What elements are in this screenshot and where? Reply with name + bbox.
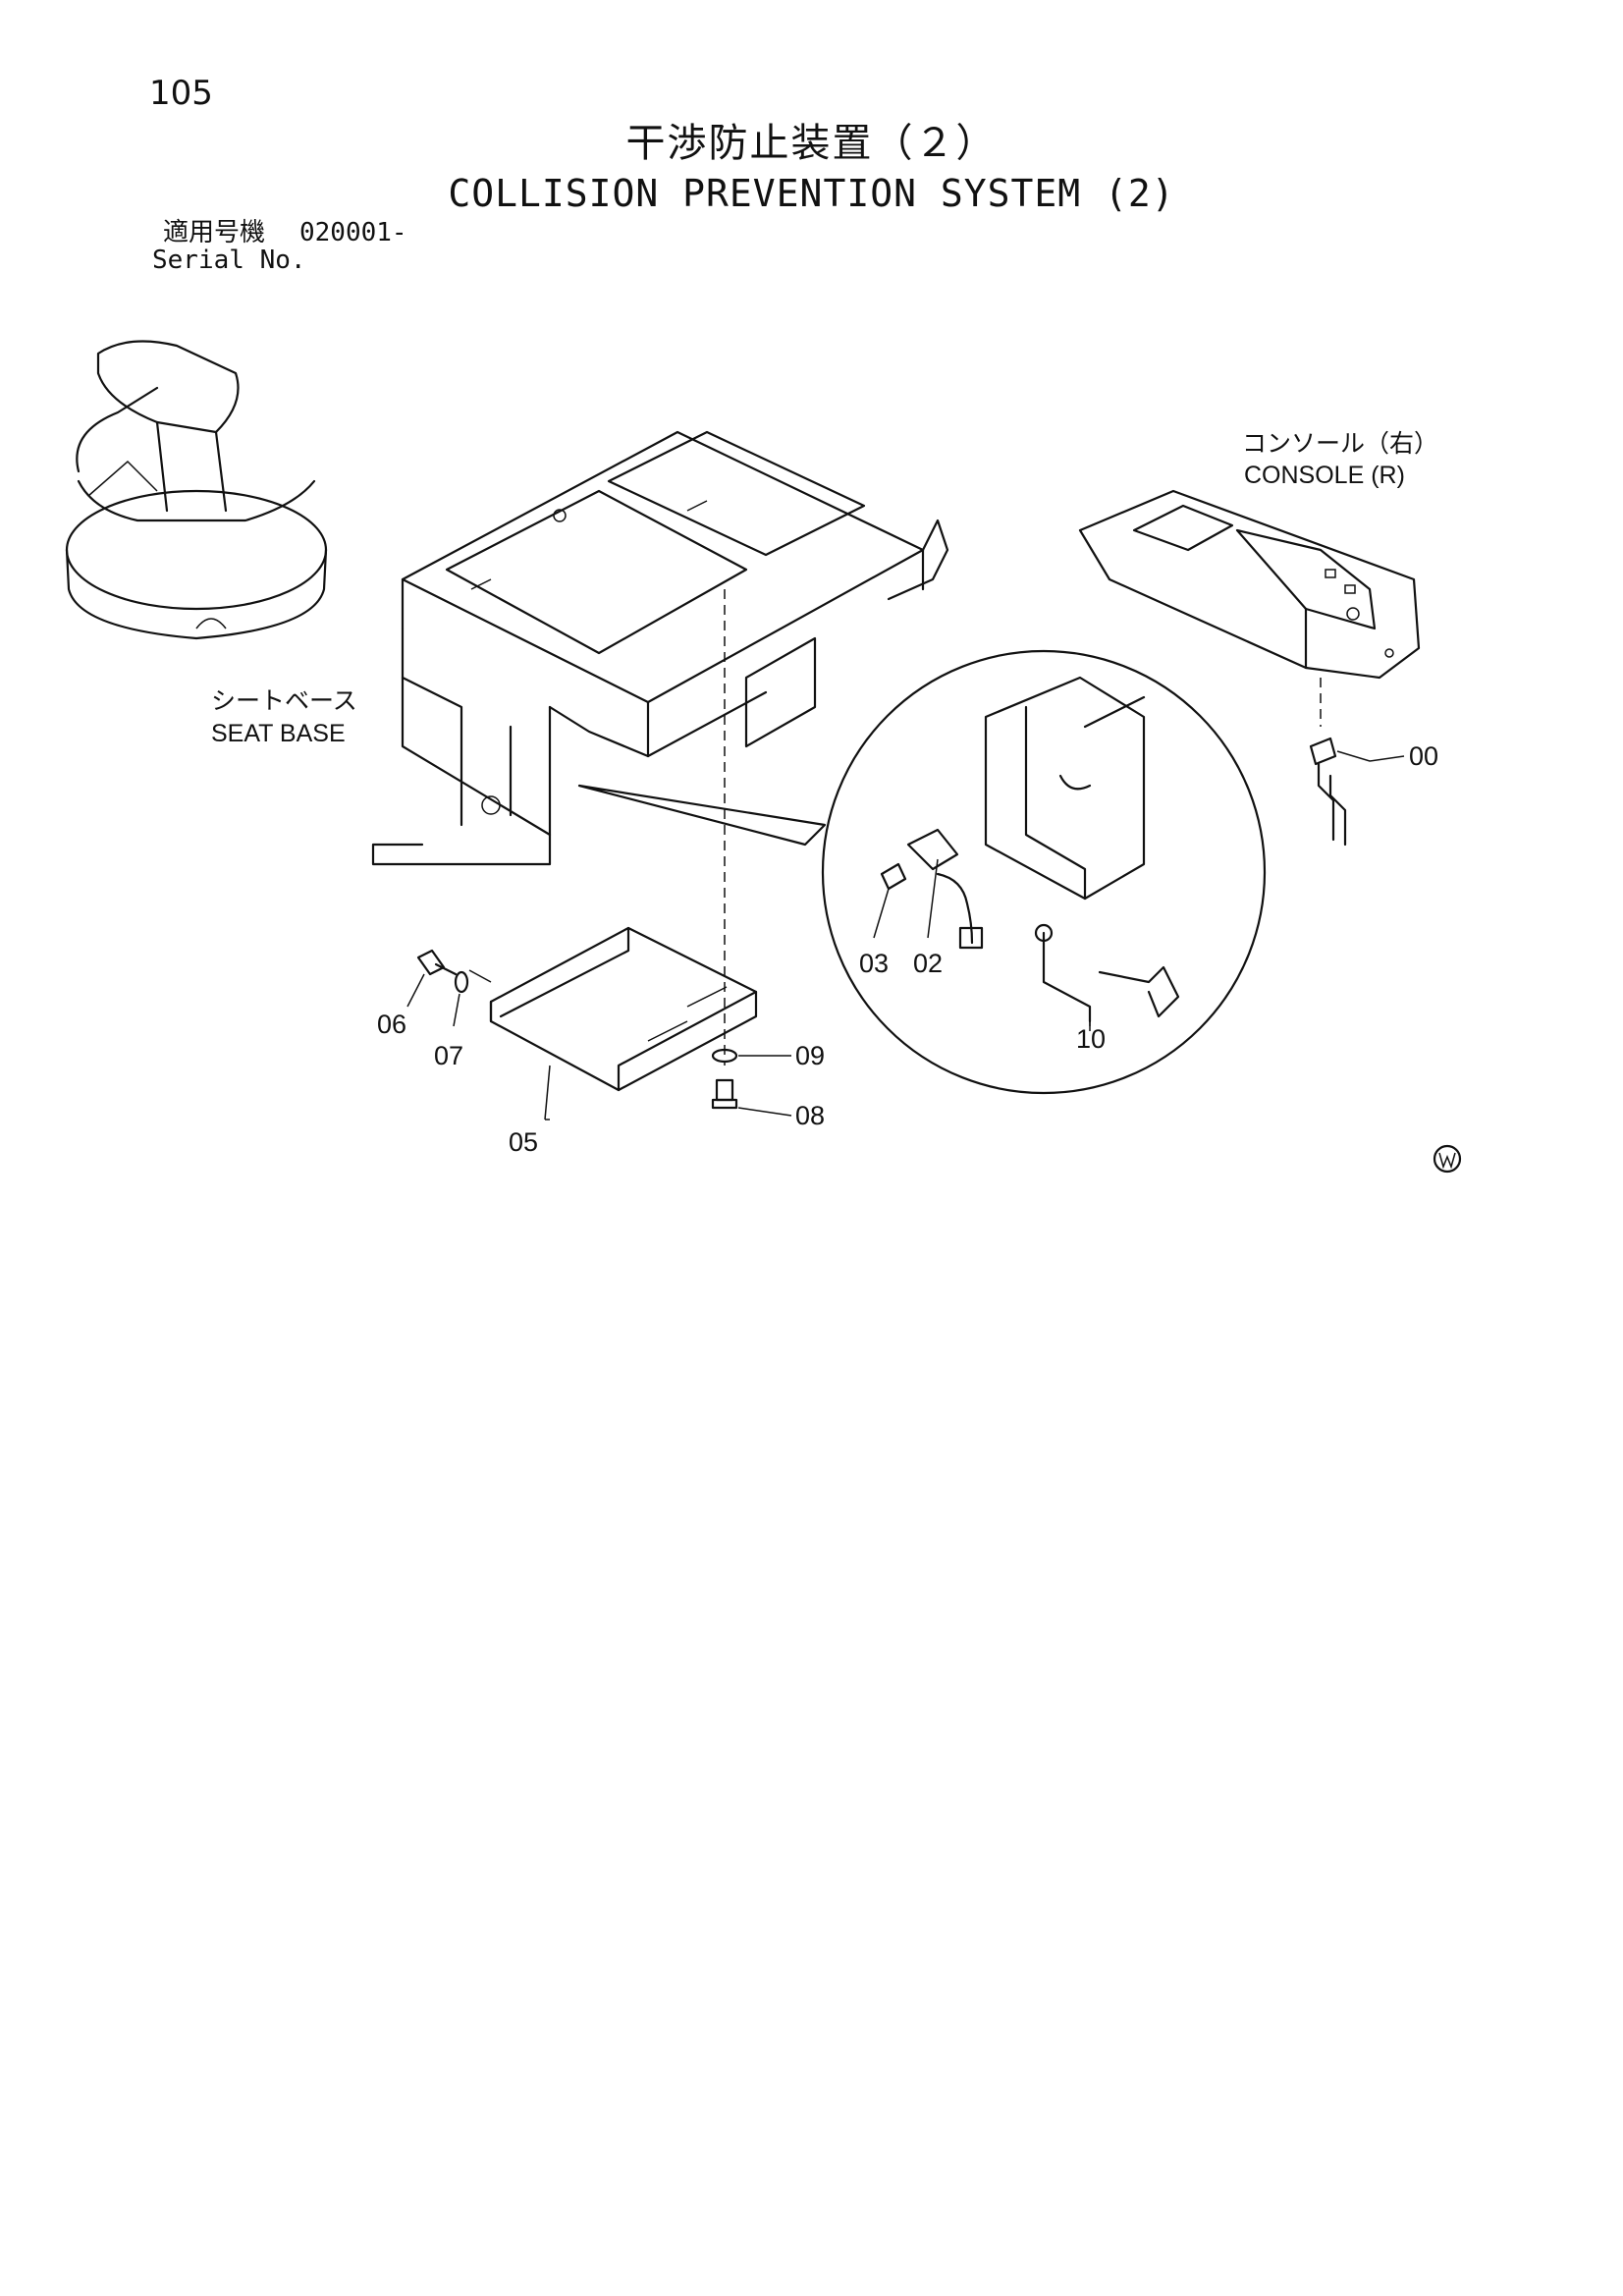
part-number-07: 07	[434, 1041, 464, 1070]
part-number-02: 02	[913, 949, 944, 978]
washer-07-drawing	[453, 970, 469, 1027]
console-drawing	[1078, 489, 1421, 727]
page-number: 105	[149, 74, 213, 113]
bolt-06-drawing	[406, 949, 458, 1008]
part-number-09: 09	[795, 1041, 826, 1070]
w-mark-icon	[1433, 1144, 1462, 1174]
switch-00-drawing	[1309, 737, 1405, 847]
bracket-plate-drawing	[489, 926, 758, 1121]
seat-base-drawing	[371, 430, 949, 866]
page-title-jp: 干渉防止装置（２）	[625, 121, 998, 166]
console-label-jp: コンソール（右）	[1242, 430, 1439, 458]
detail-circle	[821, 649, 1267, 1095]
part-number-06: 06	[377, 1010, 407, 1039]
part-number-03: 03	[859, 949, 890, 978]
machine-thumbnail-icon	[65, 340, 328, 640]
part-number-05: 05	[509, 1127, 539, 1157]
page-title-en: COLLISION PREVENTION SYSTEM (2)	[448, 172, 1175, 215]
bolt-08-drawing	[711, 1078, 792, 1117]
serial-label-en: Serial No.	[152, 246, 306, 275]
part-number-10: 10	[1076, 1024, 1107, 1054]
serial-label-jp: 適用号機	[163, 218, 266, 247]
part-number-00: 00	[1409, 741, 1439, 771]
seat-base-label-en: SEAT BASE	[211, 720, 346, 747]
console-label-en: CONSOLE (R)	[1244, 462, 1405, 489]
leader-06-07	[468, 969, 492, 983]
serial-value: 020001-	[299, 218, 407, 247]
washer-09-drawing	[711, 1048, 791, 1064]
seat-base-label-jp: シートベース	[211, 687, 357, 715]
part-number-08: 08	[795, 1101, 826, 1130]
